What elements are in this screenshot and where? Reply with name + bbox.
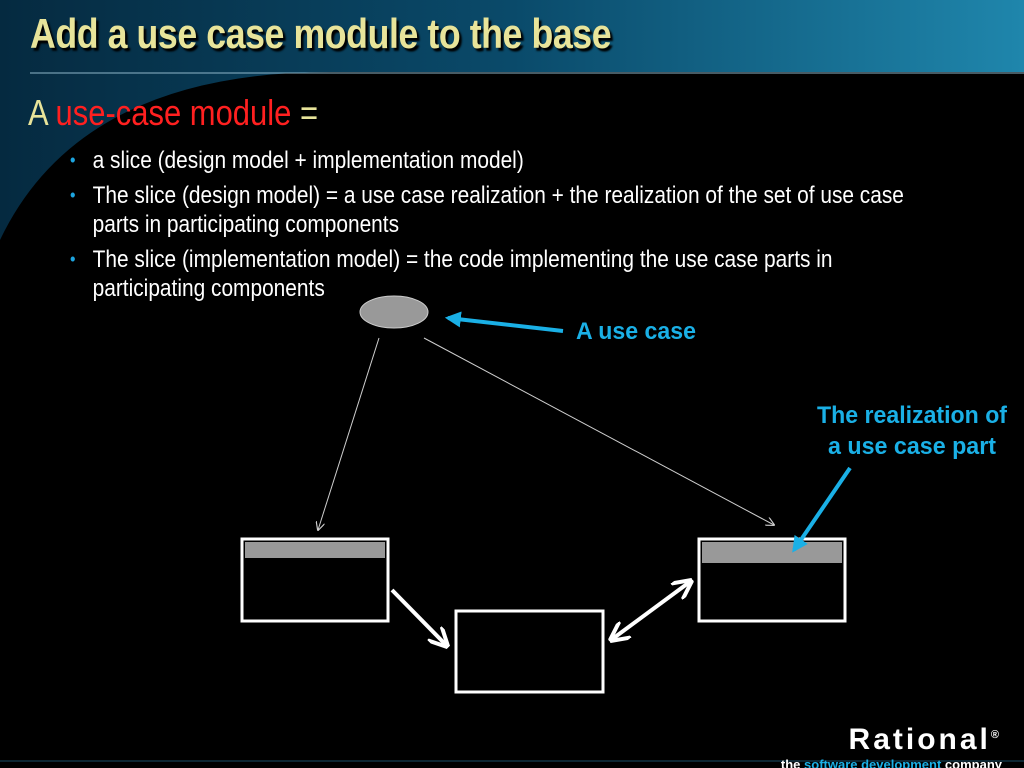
lead-text: A use-case module = — [28, 92, 318, 134]
rational-logo: Rational® the software development compa… — [781, 720, 1002, 768]
bullet-list: • a slice (design model + implementation … — [70, 146, 940, 309]
tagline-pre: the — [780, 757, 801, 768]
component-box-middle — [454, 609, 605, 694]
bullet-text: The slice (implementation model) = the c… — [92, 246, 833, 302]
use-case-ellipse — [359, 295, 429, 329]
bullet-marker: • — [70, 185, 76, 205]
component-box-right — [697, 537, 847, 623]
logo-wordmark: Rational® — [781, 720, 1002, 755]
connector-middle-right — [611, 581, 691, 640]
bullet-marker: • — [70, 249, 76, 269]
callout-realization-line2: a use case part — [828, 433, 996, 460]
header-band — [0, 0, 1024, 240]
dependency-arrow-left — [318, 337, 380, 530]
logo-tagline: the software development company — [781, 757, 1002, 768]
bullet-item: • The slice (design model) = a use case r… — [70, 181, 940, 239]
callout-arrow-realization — [792, 466, 852, 553]
realization-part-left — [245, 542, 385, 558]
lead-keyword: use-case module — [55, 92, 292, 133]
bullet-text: a slice (design model + implementation m… — [92, 147, 524, 174]
slide-title: Add a use case module to the base — [30, 10, 612, 57]
lead-prefix: A — [28, 92, 47, 133]
bullet-marker: • — [70, 150, 76, 170]
registered-mark: ® — [990, 729, 1002, 741]
connector-left-middle — [390, 588, 447, 646]
tagline-post: company — [944, 757, 1002, 768]
callout-use-case: A use case — [576, 318, 696, 345]
component-box-left — [240, 537, 390, 623]
bullet-item: • a slice (design model + implementation … — [70, 146, 940, 175]
dependency-arrow-right — [423, 337, 774, 525]
realization-part-right — [702, 542, 842, 563]
callout-realization-line1: The realization of — [817, 402, 1008, 429]
callout-arrow-use-case — [444, 311, 564, 333]
tagline-highlight: software development — [804, 757, 942, 768]
lead-suffix: = — [299, 92, 319, 133]
logo-wordmark-text: Rational — [848, 723, 991, 756]
bullet-item: • The slice (implementation model) = the … — [70, 245, 940, 303]
bullet-text: The slice (design model) = a use case re… — [92, 182, 904, 238]
